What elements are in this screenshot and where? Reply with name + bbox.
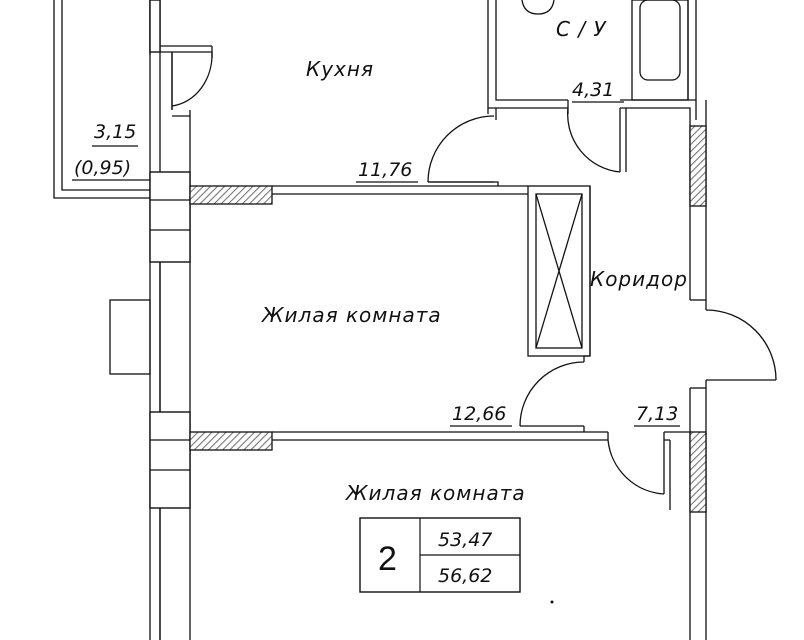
- bathroom: [487, 0, 697, 173]
- kitchen-balcony-door: [171, 46, 213, 110]
- toilet-icon: [521, 0, 555, 15]
- bathroom-label: С / У: [556, 17, 607, 41]
- exterior-wall-left: [149, 0, 212, 640]
- living-room-1-door: [519, 355, 590, 427]
- living-room-1-label: Жилая комната: [260, 303, 442, 327]
- kitchen-label: Кухня: [306, 57, 374, 81]
- outdoor-unit-box: [109, 299, 151, 375]
- corridor-label: Коридор: [590, 267, 688, 291]
- living-room-2-label: Жилая комната: [344, 481, 526, 505]
- exterior-wall-right: [689, 100, 777, 640]
- partition-living-rooms: [189, 426, 608, 451]
- ventilation-shaft: [527, 185, 591, 357]
- living-room-2-door: [607, 431, 690, 510]
- total-area-value: 56,62: [438, 565, 492, 587]
- kitchen-area: 11,76: [358, 159, 412, 181]
- loggia-area-reduced: (0,95): [74, 157, 131, 179]
- loggia: [53, 0, 150, 199]
- loggia-outline: [53, 0, 150, 199]
- living-room-1-area: 12,66: [452, 403, 506, 425]
- loggia-area: 3,15: [94, 121, 136, 143]
- bathtub-inner: [639, 0, 681, 81]
- apartment-summary-card: 2 53,47 56,62: [359, 517, 521, 593]
- partition-kitchen-living: [189, 181, 528, 205]
- corridor-area: 7,13: [636, 403, 678, 425]
- bathroom-area: 4,31: [572, 79, 614, 101]
- dot-marker: [550, 600, 554, 604]
- living-area-value: 53,47: [438, 529, 492, 551]
- bathroom-door-swing: [567, 107, 621, 173]
- kitchen-door: [427, 108, 497, 183]
- entrance-door-swing: [705, 309, 777, 381]
- rooms-count: 2: [378, 540, 397, 578]
